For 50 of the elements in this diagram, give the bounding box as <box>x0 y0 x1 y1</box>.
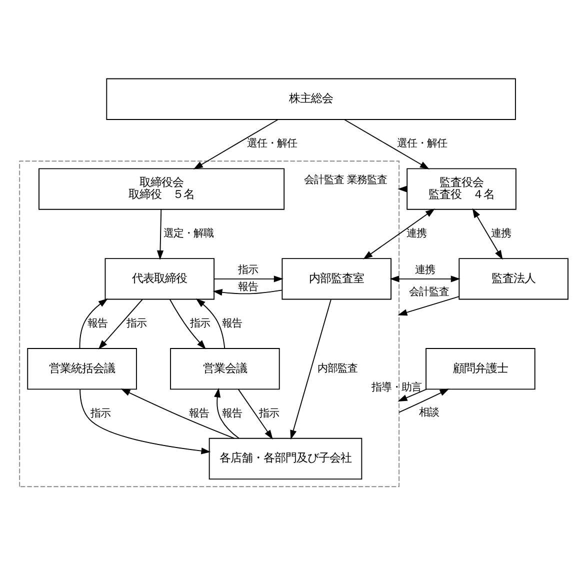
node-box: 株主総会 <box>106 78 516 120</box>
edge-label: 報告 <box>222 407 242 420</box>
arrow <box>79 298 108 349</box>
node-box: 内部監査室 <box>282 258 392 300</box>
node-box: 営業統括会議 <box>27 348 137 390</box>
edge-label: 報告 <box>188 407 209 420</box>
edge-label: 選任・解任 <box>246 138 297 150</box>
arrow <box>214 276 284 282</box>
arrow <box>214 388 240 439</box>
arrow <box>398 388 428 402</box>
edge-label: 指導・助言 <box>371 382 422 394</box>
edge-label: 相談 <box>418 406 439 418</box>
arrow <box>196 298 226 349</box>
node-box: 各店舗・各部門及び子会社 <box>208 438 362 480</box>
edge-label: 報告 <box>222 318 242 330</box>
arrow <box>193 119 278 170</box>
arrow <box>120 388 235 439</box>
edge-label: 会計監査 業務監査 <box>304 174 388 186</box>
edge-label: 報告 <box>88 318 108 330</box>
edge-label: 報告 <box>238 281 258 294</box>
node-box: 顧問弁護士 <box>426 348 536 390</box>
arrow <box>156 209 164 260</box>
node-box: 監査法人 <box>458 258 568 300</box>
edge-label: 選任・解任 <box>397 138 448 150</box>
edge-label: 指示 <box>126 318 146 330</box>
arrow <box>212 289 283 296</box>
edge-label: 会計監査 <box>408 286 449 298</box>
edge-label: 指示 <box>90 407 110 420</box>
edge-label: 指示 <box>258 407 279 420</box>
arrow <box>472 208 503 260</box>
edge-label: 指示 <box>190 318 210 330</box>
arrow <box>390 276 460 282</box>
arrow <box>80 388 211 454</box>
edge-label: 内部監査 <box>318 362 358 374</box>
edge-label: 連携 <box>415 264 436 276</box>
node-box: 代表取締役 <box>104 258 215 300</box>
node-box: 取締役会 取締役 ５名 <box>38 168 285 210</box>
arrow <box>398 388 450 413</box>
arrow <box>398 296 460 316</box>
edge-label: 連携 <box>490 228 511 240</box>
arrow <box>98 298 143 350</box>
arrow <box>344 119 430 170</box>
arrow <box>238 388 273 440</box>
edge-label: 指示 <box>238 264 258 276</box>
arrow <box>290 299 332 440</box>
arrow <box>169 298 206 350</box>
edge-label: 選定・解職 <box>164 228 214 240</box>
arrow <box>363 208 435 260</box>
edge-label: 連携 <box>406 228 427 240</box>
node-box: 営業会議 <box>170 348 280 390</box>
